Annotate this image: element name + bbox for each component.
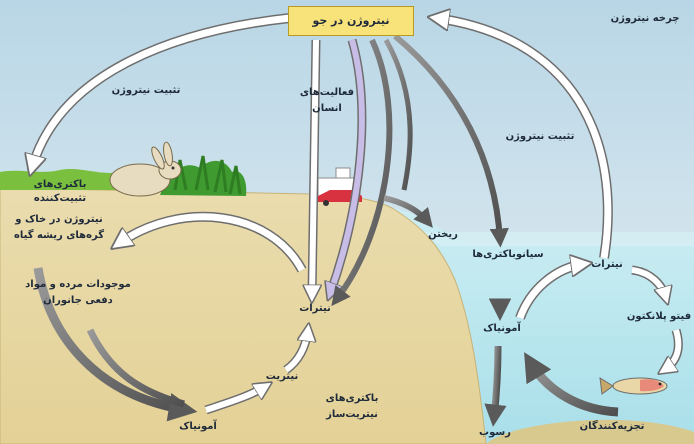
label-human-activity-2: انسان — [312, 103, 342, 114]
label-fixation-right: تثبیت نیتروژن — [505, 131, 575, 142]
label-nitrite: نیتریت — [265, 371, 299, 382]
label-dead-matter-1: موجودات مرده و مواد — [25, 279, 131, 290]
arrow-dead-matter-to-ammonia — [33, 267, 198, 422]
rabbit-illustration — [109, 141, 182, 197]
label-dead-matter-2: دفعی جانوران — [43, 295, 113, 306]
label-phytoplankton: فیتو پلانکتون — [626, 311, 692, 322]
label-ammonia-sea: آمونیاک — [483, 323, 521, 334]
label-fixing-bacteria-1: باکتری‌های — [33, 179, 87, 190]
arrow-runoff — [383, 195, 433, 228]
label-ammonia-land: آمونیاک — [179, 421, 217, 432]
label-human-activity-1: فعالیت‌های — [299, 87, 355, 98]
label-nitrifying-2: نیتریت‌ساز — [326, 409, 378, 420]
arrow-ammonia-to-sediment — [484, 345, 507, 427]
arrow-decomposers-to-ammonia — [524, 352, 619, 417]
arrow-fixation-left-body — [32, 14, 291, 168]
fish-illustration — [599, 377, 668, 395]
label-fixation-left: تثبیت نیتروژن — [111, 85, 181, 96]
label-nitrifying-1: باکتری‌های — [325, 393, 379, 404]
arrow-dead-matter-inner — [86, 328, 185, 408]
label-runoff: ریختن — [428, 229, 458, 240]
arrow-nitrite-to-nitrate-body — [284, 330, 308, 373]
label-cyanobacteria: سیانوباکتری‌ها — [472, 249, 544, 260]
label-fixing-bacteria-2: تثبیت‌کننده — [33, 193, 87, 204]
arrow-ammonia-to-nitrite-body — [205, 386, 266, 413]
arrow-denitrification — [331, 38, 393, 307]
arrow-atmos-to-nitrate-lilac-body — [330, 39, 365, 294]
arrow-sea-fixation-body — [436, 18, 612, 259]
arrow-nitrate-to-plants-body — [118, 213, 306, 272]
sea-surface — [420, 232, 694, 246]
atmosphere-nitrogen-box: نیتروژن در جو — [288, 6, 414, 36]
arrow-atmos-cyanobacteria — [393, 33, 509, 248]
sea-floor — [486, 419, 694, 444]
label-nitrate-sea: نیترات — [591, 259, 623, 270]
arrow-atmos-runoff — [383, 38, 413, 191]
label-nitrate-land: نیترات — [299, 303, 331, 314]
label-decomposers: تجزیه‌کنندگان — [579, 421, 645, 432]
label-sediment: رسوب — [479, 427, 511, 438]
arrow-ammonia-to-nitrate-sea-body — [516, 264, 584, 320]
arrow-nitrate-to-phyto-body — [631, 267, 666, 298]
arrow-human-activity-body — [312, 39, 316, 296]
arrow-phyto-to-fish-body — [664, 329, 682, 370]
label-fixing-bacteria-3: نیتروژن در خاک و — [15, 214, 103, 225]
diagram-title: چرخه نیتروژن — [610, 13, 680, 24]
label-fixing-bacteria-4: گره‌های ریشه گیاه — [13, 230, 105, 241]
